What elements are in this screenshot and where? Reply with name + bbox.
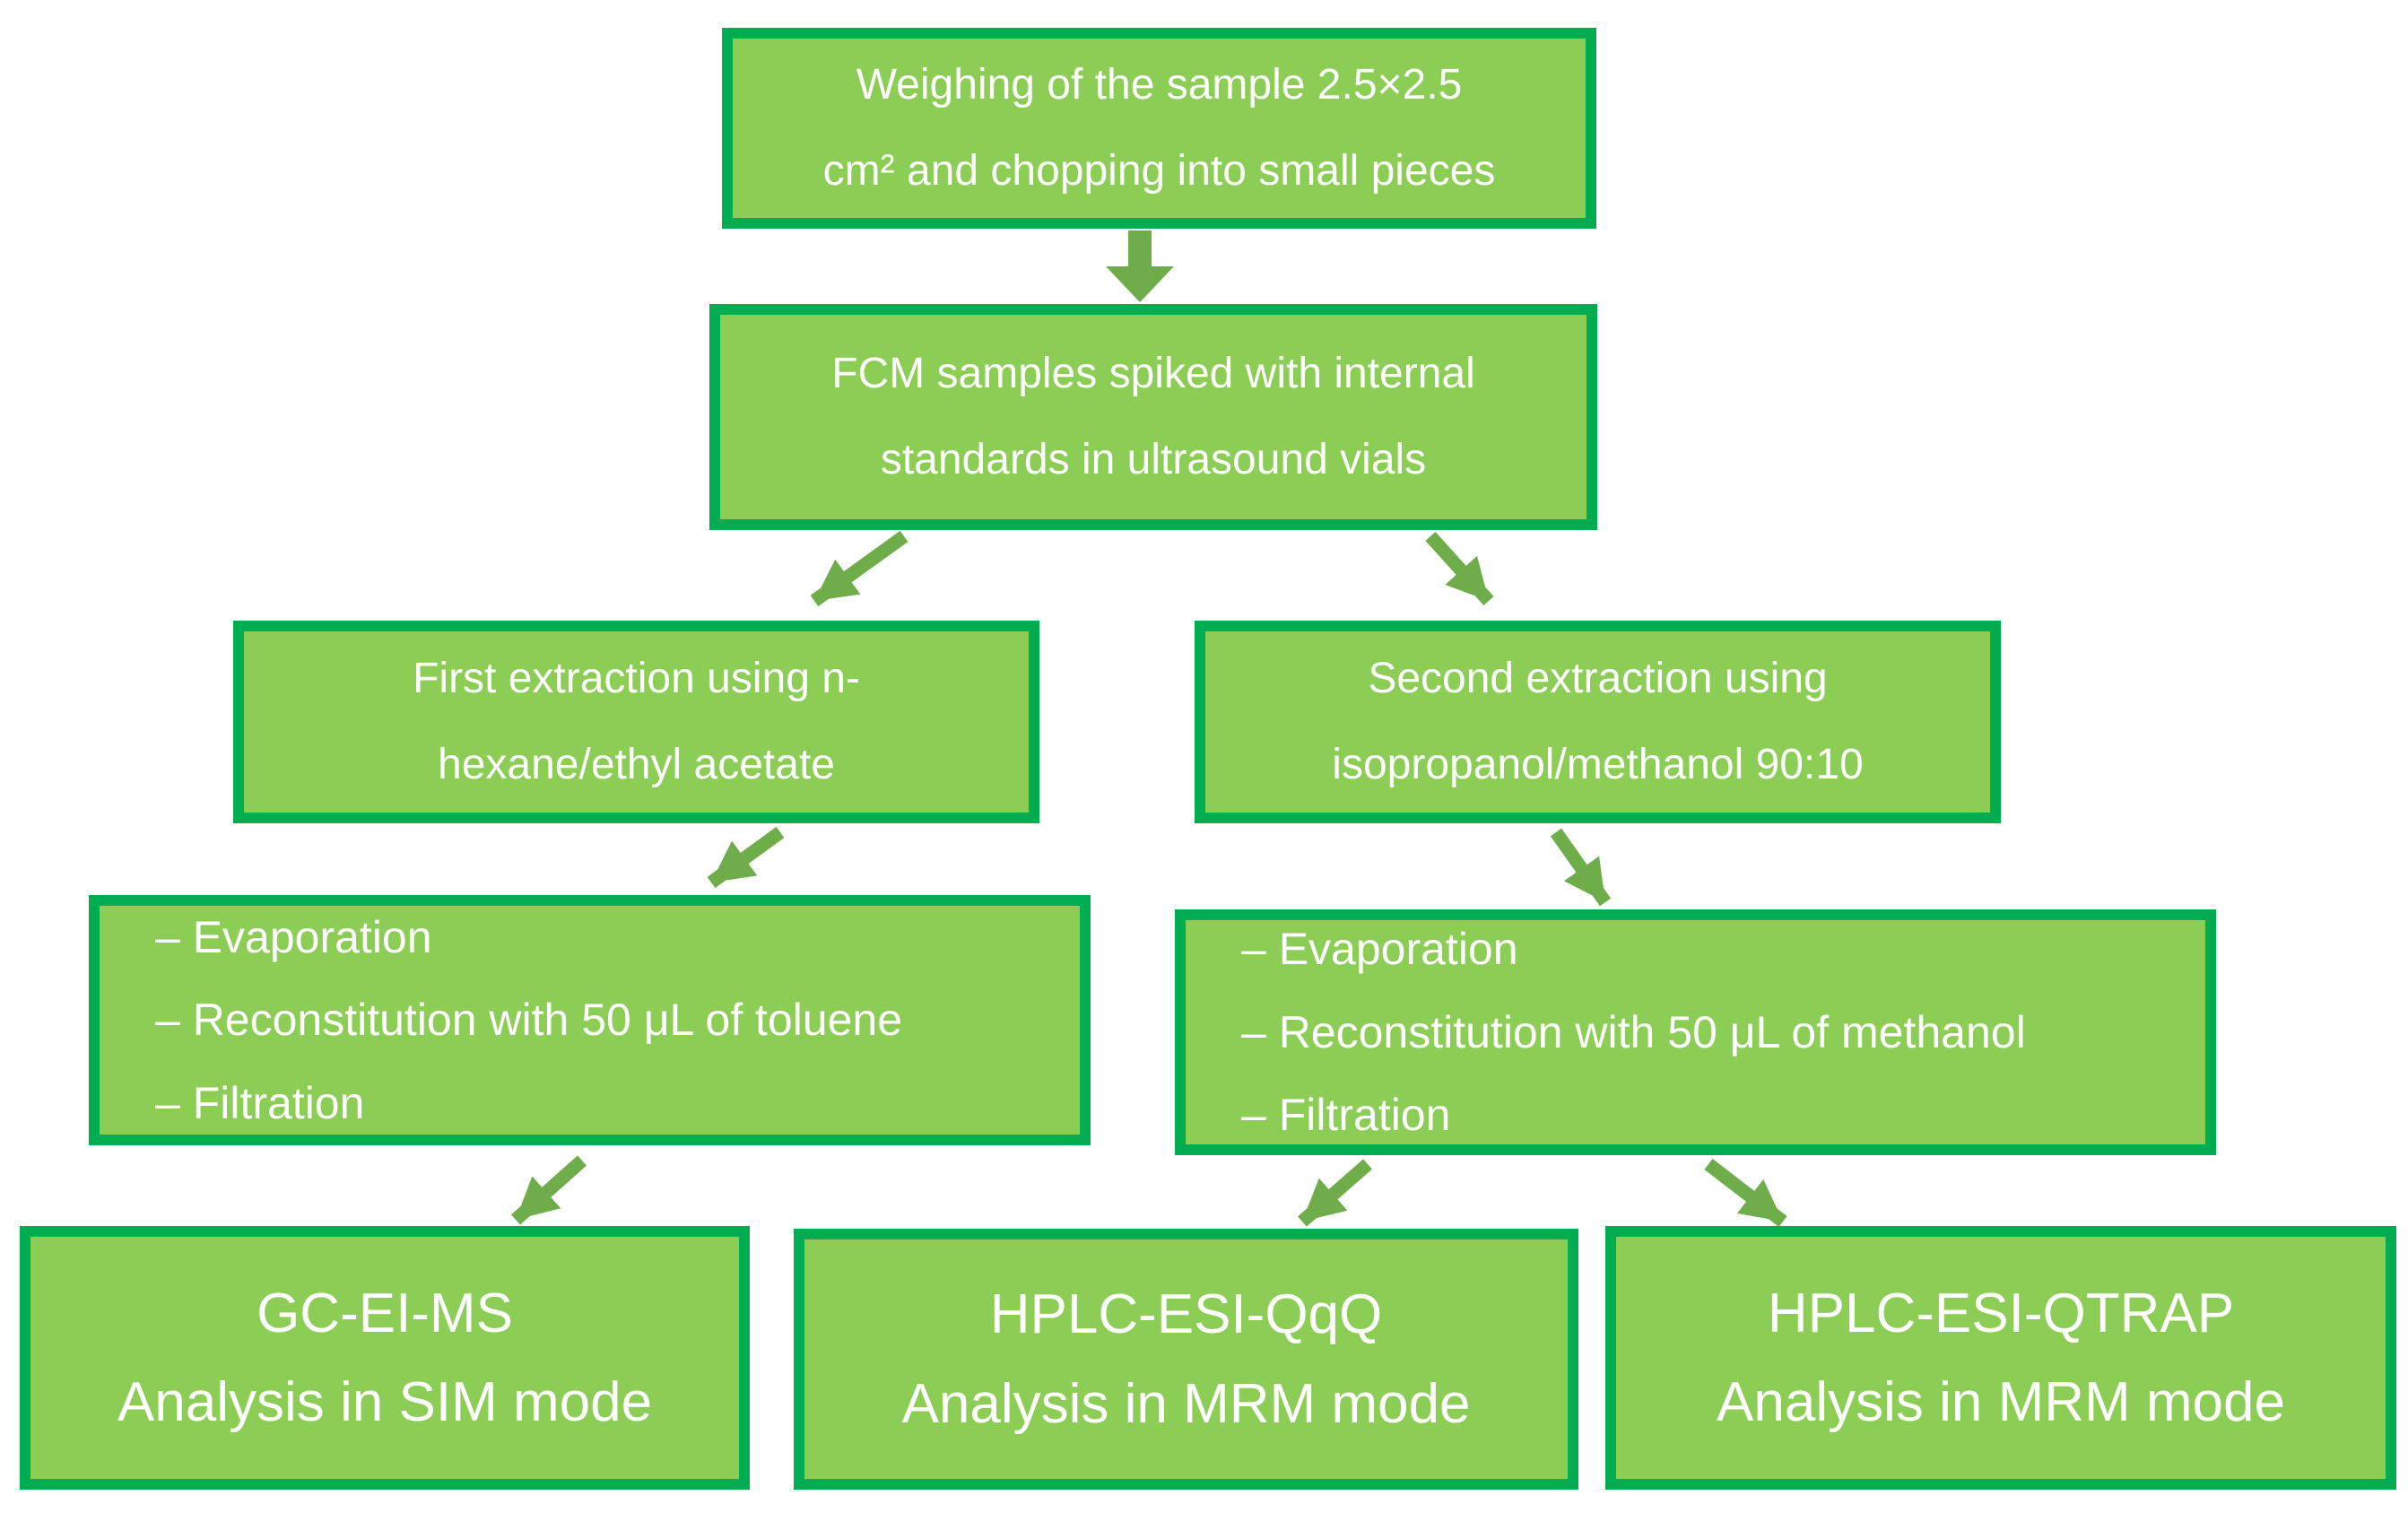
arrow-left-steps-to-gc bbox=[511, 1155, 587, 1225]
node-right-steps-item-1: – Evaporation bbox=[1241, 924, 1518, 975]
node-left-steps: – Evaporation – Reconstitution with 50 μ… bbox=[89, 895, 1091, 1145]
node-qtrap-line-2: Analysis in MRM mode bbox=[1717, 1371, 2285, 1433]
node-left-steps-item-3: – Filtration bbox=[155, 1077, 365, 1128]
arrow-right-steps-to-qtrap bbox=[1704, 1159, 1787, 1227]
node-fcm-samples: FCM samples spiked with internal standar… bbox=[709, 304, 1597, 530]
node-first-extraction: First extraction using n- hexane/ethyl a… bbox=[233, 621, 1039, 823]
arrow-weighing-to-fcm bbox=[1106, 230, 1174, 302]
arrow-first-extraction-to-left-steps bbox=[707, 826, 785, 889]
node-first-extraction-line-1: First extraction using n- bbox=[413, 655, 860, 702]
node-second-extraction-line-1: Second extraction using bbox=[1368, 655, 1828, 702]
node-right-steps-item-3: – Filtration bbox=[1241, 1090, 1451, 1141]
node-second-extraction-line-2: isopropanol/methanol 90:10 bbox=[1332, 741, 1864, 788]
node-gc-line-1: GC-EI-MS bbox=[256, 1282, 513, 1344]
node-second-extraction: Second extraction using isopropanol/meth… bbox=[1195, 621, 2001, 823]
node-gc-line-2: Analysis in SIM mode bbox=[117, 1371, 653, 1433]
node-left-steps-item-1: – Evaporation bbox=[155, 911, 432, 962]
arrow-right-steps-to-qqq bbox=[1298, 1159, 1372, 1227]
node-weighing-line-1: Weighing of the sample 2.5×2.5 bbox=[856, 61, 1463, 109]
node-weighing-line-2: cm² and chopping into small pieces bbox=[822, 147, 1496, 195]
node-right-steps: – Evaporation – Reconstitution with 50 μ… bbox=[1175, 909, 2216, 1155]
node-fcm-line-1: FCM samples spiked with internal bbox=[831, 350, 1475, 397]
node-qtrap-line-1: HPLC-ESI-QTRAP bbox=[1767, 1282, 2235, 1344]
node-weighing: Weighing of the sample 2.5×2.5 cm² and c… bbox=[722, 28, 1596, 229]
arrow-fcm-to-first-extraction bbox=[810, 530, 908, 607]
node-qqq-line-2: Analysis in MRM mode bbox=[901, 1372, 1471, 1435]
arrow-second-extraction-to-right-steps bbox=[1550, 828, 1612, 907]
node-hplc-esi-qqq: HPLC-ESI-QqQ Analysis in MRM mode bbox=[794, 1229, 1578, 1490]
node-right-steps-item-2: – Reconstitution with 50 μL of methanol bbox=[1241, 1006, 2026, 1057]
node-hplc-esi-qtrap: HPLC-ESI-QTRAP Analysis in MRM mode bbox=[1605, 1226, 2396, 1490]
node-qqq-line-1: HPLC-ESI-QqQ bbox=[989, 1283, 1383, 1346]
arrow-fcm-to-second-extraction bbox=[1425, 531, 1494, 606]
node-fcm-line-2: standards in ultrasound vials bbox=[880, 436, 1427, 483]
node-left-steps-item-2: – Reconstitution with 50 μL of toluene bbox=[155, 995, 903, 1046]
node-gc-ei-ms: GC-EI-MS Analysis in SIM mode bbox=[20, 1226, 750, 1490]
node-first-extraction-line-2: hexane/ethyl acetate bbox=[438, 741, 835, 788]
